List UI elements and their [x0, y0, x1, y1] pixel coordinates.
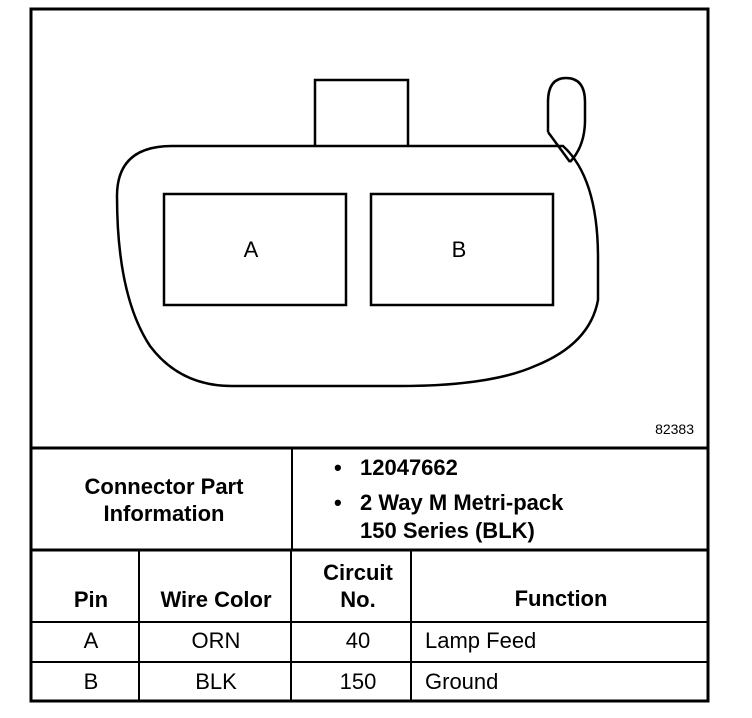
figure-number: 82383 — [655, 421, 694, 437]
description-line2: 150 Series (BLK) — [360, 518, 535, 543]
description-bullet: • — [334, 490, 342, 515]
row-b-function: Ground — [425, 669, 498, 694]
row-a-wire-color: ORN — [192, 628, 241, 653]
connector-key-diagonal — [546, 131, 572, 163]
row-a-function: Lamp Feed — [425, 628, 536, 653]
table-grid — [31, 446, 708, 701]
row-a-pin: A — [84, 628, 99, 653]
connector-key — [546, 76, 587, 163]
connector-drawing: A B — [115, 76, 600, 388]
outer-frame — [29, 7, 710, 703]
cavity-b — [369, 192, 555, 307]
connector-lock-tab — [313, 78, 410, 152]
cavity-b-label: B — [452, 237, 467, 262]
part-number: 12047662 — [360, 455, 458, 480]
row-b-wire-color: BLK — [195, 669, 237, 694]
header-wire-color: Wire Color — [160, 587, 271, 612]
part-info-label-line2: Information — [104, 501, 225, 526]
row-b-pin: B — [84, 669, 99, 694]
cavity-a — [162, 192, 348, 307]
part-number-bullet: • — [334, 455, 342, 480]
cavity-a-label: A — [244, 237, 259, 262]
row-b-circuit: 150 — [340, 669, 377, 694]
row-a-circuit: 40 — [346, 628, 370, 653]
header-pin: Pin — [74, 587, 108, 612]
description-line1: 2 Way M Metri-pack — [360, 490, 564, 515]
header-circuit-line2: No. — [340, 587, 375, 612]
header-function: Function — [515, 586, 608, 611]
header-circuit-line1: Circuit — [323, 560, 393, 585]
part-info-label-line1: Connector Part — [85, 474, 245, 499]
